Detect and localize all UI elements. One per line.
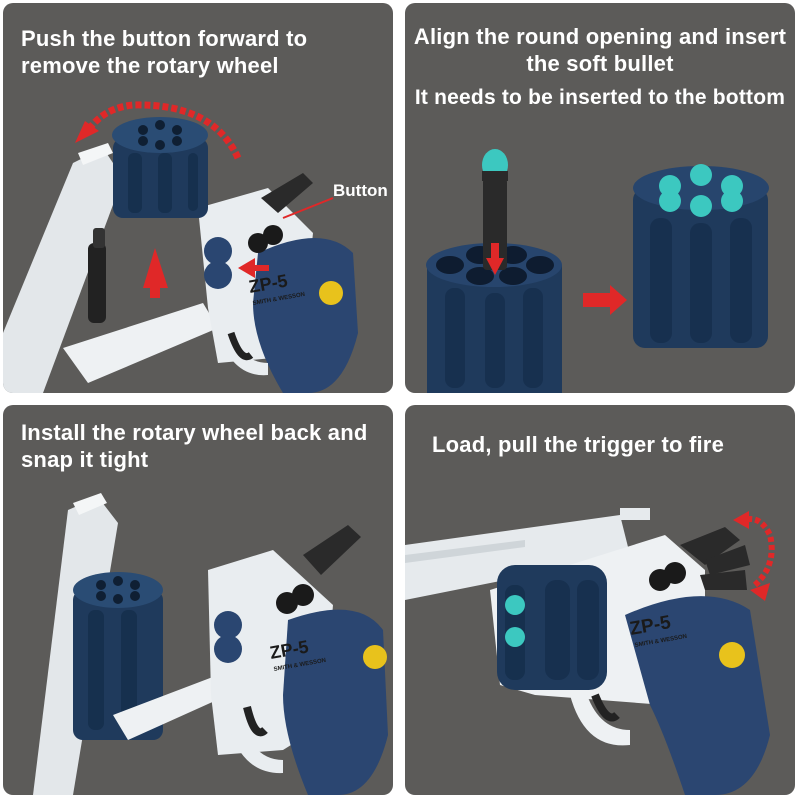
caption-line: the soft bullet [526,51,674,76]
caption-line: It needs to be inserted to the bottom [414,86,786,109]
medallion-icon [363,645,387,669]
caption-line: Load, pull the trigger to fire [432,432,724,457]
step-4-caption: Load, pull the trigger to fire [432,431,724,458]
step-1-panel: ZP-5 SMITH & WESSON Push the button forw… [3,3,393,393]
caption-line: Push the button forward to [21,26,308,51]
arrow-right-icon [583,285,627,315]
step-3-illustration: ZP-5 SMITH & WESSON [33,493,388,795]
caption-line: snap it tight [21,447,149,472]
step-1-caption: Push the button forward to remove the ro… [21,25,307,79]
cylinder-icon [73,572,163,740]
cylinder-icon [497,565,607,690]
button-callout-label: Button [333,181,388,200]
step-3-caption: Install the rotary wheel back and snap i… [21,419,367,473]
step-4-panel: ZP-5 SMITH & WESSON Load, pull the trigg… [405,405,795,795]
step-2-caption: Align the round opening and insert the s… [405,23,795,111]
caption-line: remove the rotary wheel [21,53,279,78]
caption-line: Install the rotary wheel back and [21,420,368,445]
medallion-icon [319,281,343,305]
cylinder-icon [112,117,208,218]
foam-bullet-icon [482,149,508,270]
step-1-illustration: ZP-5 SMITH & WESSON [3,101,358,393]
cylinder-icon [633,164,769,348]
medallion-icon [719,642,745,668]
step-3-panel: ZP-5 SMITH & WESSON Install the rotary w… [3,405,393,795]
step-4-illustration: ZP-5 SMITH & WESSON [405,508,775,795]
step-2-illustration [426,149,769,393]
caption-line: Align the round opening and insert [413,24,787,49]
step-2-panel: Align the round opening and insert the s… [405,3,795,393]
